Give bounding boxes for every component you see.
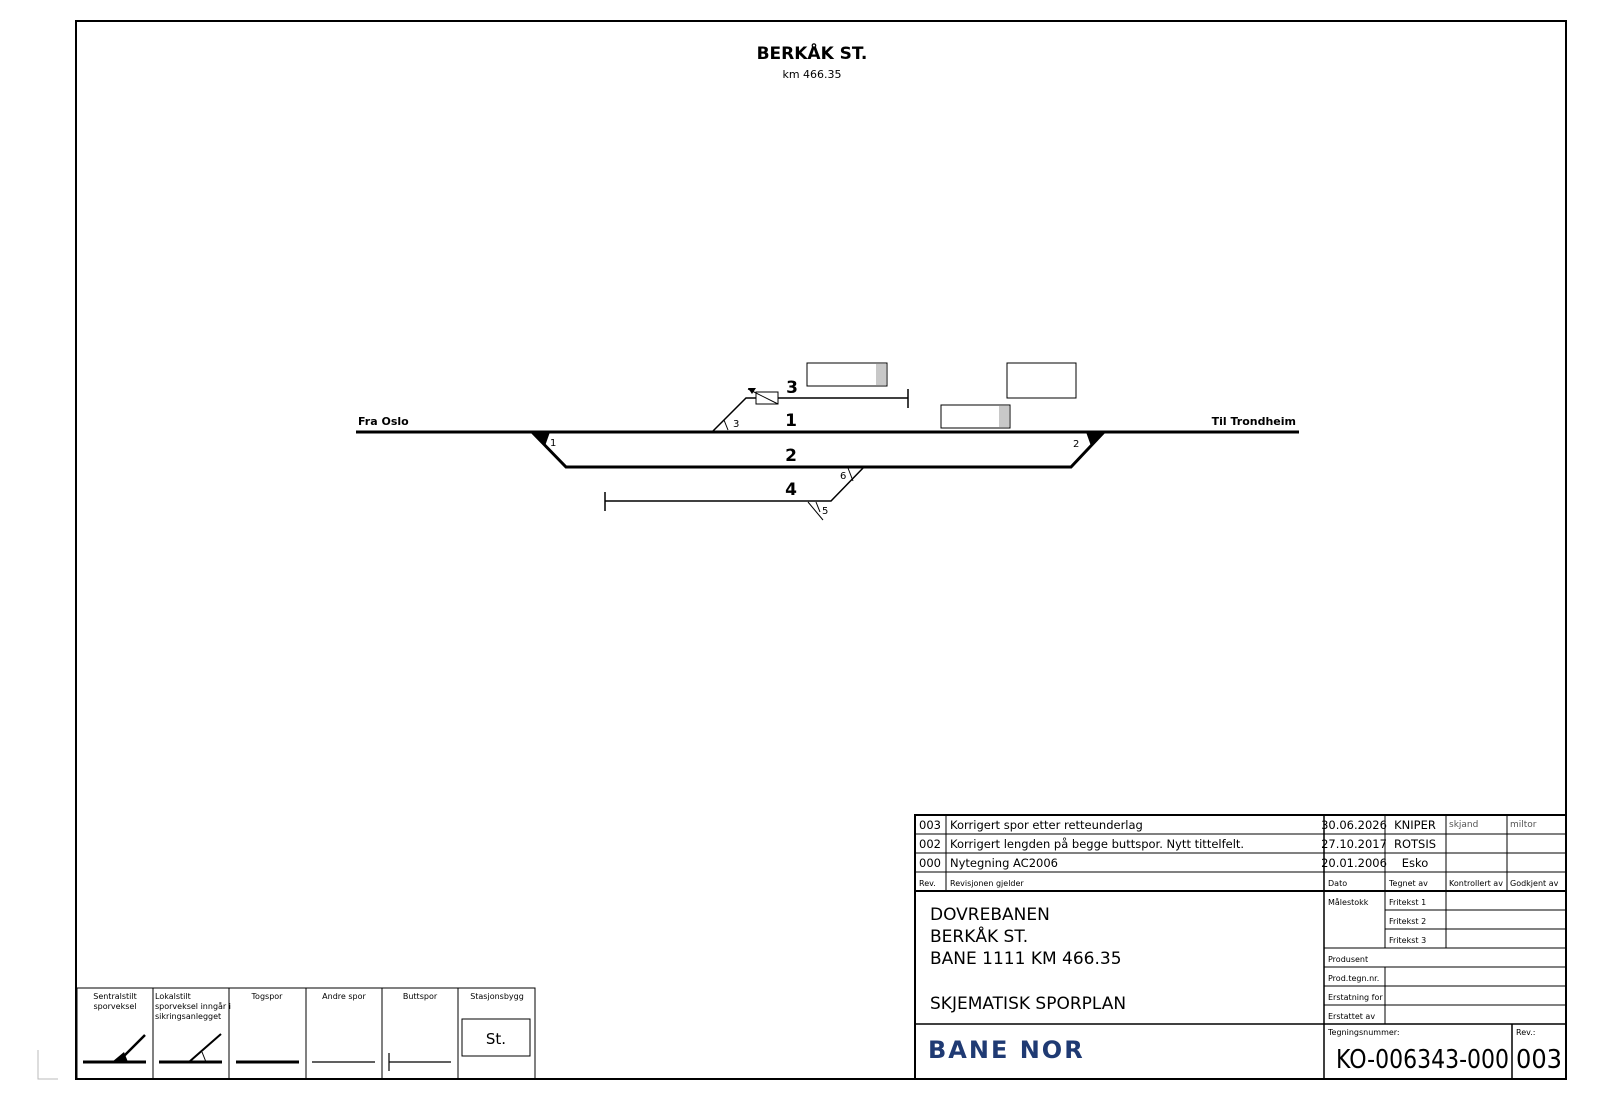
rev-header-desc: Revisjonen gjelder — [950, 879, 1024, 888]
rev-field-value: 003 — [1516, 1045, 1562, 1075]
legend-station-building-symbol — [461, 1018, 531, 1057]
switch-1-label: 1 — [550, 438, 556, 449]
prod-no-label: Prod.tegn.nr. — [1328, 974, 1379, 983]
legend: Sentralstilt sporveksel Lokalstilt sporv… — [76, 987, 536, 1080]
derailer-arrow-icon — [748, 388, 756, 394]
title-line-3: BANE 1111 KM 466.35 — [930, 949, 1122, 969]
from-direction-label: Fra Oslo — [358, 415, 409, 428]
to-direction-label: Til Trondheim — [1212, 415, 1296, 428]
rev-header-drawn-by: Tegnet av — [1388, 879, 1428, 888]
legend-2-line1: Lokalstilt — [155, 992, 191, 1001]
rev-002-id: 002 — [919, 837, 941, 851]
track-4-overrun — [807, 501, 824, 521]
legend-station-building-label: St. — [486, 1030, 506, 1048]
rev-000-id: 000 — [919, 856, 941, 870]
switch-1-marker — [532, 432, 550, 446]
rev-003-checked: skjand — [1449, 820, 1478, 830]
corner-mark — [37, 1050, 58, 1080]
track-2 — [530, 430, 1106, 469]
rev-000-desc: Nytegning AC2006 — [950, 856, 1058, 870]
drawing-frame — [75, 20, 1567, 1080]
rev-002-drawn-by: ROTSIS — [1394, 837, 1436, 851]
track-4-connector — [605, 466, 865, 502]
drawing-no: KO-006343-000 — [1336, 1045, 1509, 1075]
legend-3-label: Togspor — [251, 992, 284, 1001]
legend-2-line2: sporveksel inngår i — [155, 1001, 231, 1011]
title-block — [914, 814, 1567, 1080]
rev-header-date: Dato — [1328, 879, 1347, 888]
free-text-2: Fritekst 2 — [1389, 917, 1426, 926]
switch-6-label: 6 — [840, 471, 846, 482]
switch-5-tick — [815, 501, 821, 513]
title-line-4: SKJEMATISK SPORPLAN — [930, 994, 1126, 1014]
switch-6-tick — [847, 467, 854, 482]
replaced-by-label: Erstattet av — [1328, 1012, 1375, 1021]
rev-000-date: 20.01.2006 — [1321, 856, 1387, 870]
free-text-3: Fritekst 3 — [1389, 936, 1426, 945]
rev-header-approved: Godkjent av — [1510, 879, 1559, 888]
legend-5-label: Buttspor — [403, 992, 438, 1001]
rev-header-checked: Kontrollert av — [1449, 879, 1503, 888]
replaces-label: Erstatning for — [1328, 993, 1383, 1002]
legend-4-label: Andre spor — [322, 992, 366, 1001]
track-3-label: 3 — [786, 378, 798, 398]
rev-000-drawn-by: Esko — [1402, 856, 1429, 870]
legend-2-line3: sikringsanlegget — [155, 1012, 221, 1021]
track-2-label: 2 — [785, 446, 797, 466]
rev-002-desc: Korrigert lengden på begge buttspor. Nyt… — [950, 837, 1244, 851]
switch-2-marker — [1086, 432, 1104, 446]
rev-field-label: Rev.: — [1516, 1028, 1535, 1037]
track-3-connector — [711, 397, 908, 433]
rev-002-date: 27.10.2017 — [1321, 837, 1387, 851]
switch-5-label: 5 — [822, 506, 828, 517]
switch-2-label: 2 — [1073, 439, 1079, 450]
scale-label: Målestokk — [1328, 897, 1369, 907]
switch-3-label: 3 — [733, 419, 739, 430]
legend-1-line2: sporveksel — [93, 1002, 136, 1011]
free-text-1: Fritekst 1 — [1389, 898, 1426, 907]
track-4-label: 4 — [785, 480, 797, 500]
title-line-2: BERKÅK ST. — [930, 925, 1028, 947]
station-km: km 466.35 — [782, 68, 841, 81]
legend-6-label: Stasjonsbygg — [470, 992, 524, 1001]
platform-building-1-shade — [876, 364, 886, 385]
platform-building-1 — [806, 362, 888, 387]
platform-building-2-shade — [999, 406, 1009, 427]
platform-building-2 — [940, 404, 1011, 429]
producer-label: Produsent — [1328, 955, 1368, 964]
legend-1-line1: Sentralstilt — [93, 992, 137, 1001]
switch-3-tick — [723, 419, 729, 431]
title-line-1: DOVREBANEN — [930, 905, 1050, 925]
rev-003-date: 30.06.2026 — [1321, 818, 1387, 832]
rev-003-drawn-by: KNIPER — [1394, 818, 1436, 832]
bane-nor-logo: BANE NOR — [928, 1036, 1085, 1064]
station-title: BERKÅK ST. — [757, 41, 868, 64]
rev-header-rev: Rev. — [919, 879, 936, 888]
rev-003-desc: Korrigert spor etter retteunderlag — [950, 818, 1143, 832]
rev-003-approved: miltor — [1510, 820, 1537, 830]
station-building — [1006, 362, 1077, 399]
rev-003-id: 003 — [919, 818, 941, 832]
drawing-no-label: Tegningsnummer: — [1327, 1028, 1400, 1037]
track-1-label: 1 — [785, 411, 797, 431]
